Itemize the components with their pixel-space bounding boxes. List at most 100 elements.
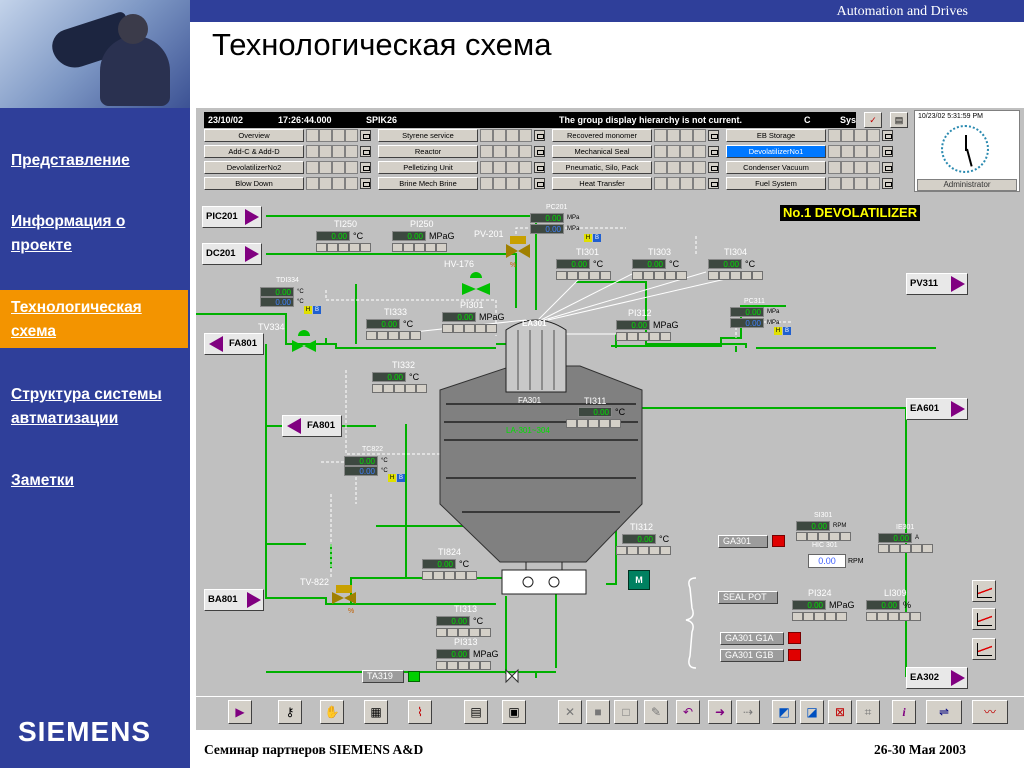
link-icon[interactable]: ⇌ [926,700,962,724]
motor-icon[interactable]: M [628,570,650,590]
nav-pelletizing-unit-button[interactable]: Pelletizing Unit [378,161,478,174]
picture-window-icon[interactable] [882,178,893,189]
alarm-lock-icon[interactable]: ⊠ [828,700,852,724]
trend-icon[interactable]: ⌇ [408,700,432,724]
alarm-message: The group display hierarchy is not curre… [559,115,743,125]
nav-item-notes[interactable]: Заметки [11,472,75,489]
edit-icon[interactable]: ✎ [644,700,668,724]
tag-ba801-button[interactable]: BA801 [204,589,264,611]
ga301-g1a-button[interactable]: GA301 G1A [720,632,784,645]
trend-chart-icon[interactable] [972,580,996,602]
tag-label-li309: LI309 [884,588,907,598]
alarm-cells [442,324,497,333]
mode-b-indicator: B [313,306,321,314]
picture-window-icon[interactable] [534,146,545,157]
nav-fuel-system-button[interactable]: Fuel System [726,177,826,190]
signature-icon[interactable]: 〰 [972,700,1008,724]
picture-window-icon[interactable] [360,162,371,173]
nav-pneumatic-silo-button[interactable]: Pneumatic, Silo, Pack [552,161,652,174]
nav-add-c-button[interactable]: Add-C & Add-D [204,145,304,158]
nav-devolatilizer-no2-button[interactable]: DevolatilizerNo2 [204,161,304,174]
tag-label-ti301: TI301 [576,247,600,257]
nav-overview-button[interactable]: Overview [204,129,304,142]
nav-condenser-vacuum-button[interactable]: Condenser Vacuum [726,161,826,174]
alarm-cells [392,243,447,252]
next-icon[interactable]: ⇢ [736,700,760,724]
picture-window-icon[interactable] [708,130,719,141]
mode-b-indicator: B [593,234,601,242]
picture-window-icon[interactable] [534,162,545,173]
picture-window-icon[interactable] [708,146,719,157]
nav-blow-down-button[interactable]: Blow Down [204,177,304,190]
tag-fa801-left-button[interactable]: FA801 [204,333,264,355]
tag-fa801-button[interactable]: FA801 [282,415,342,437]
key-icon[interactable]: ⚷ [278,700,302,724]
alarm-ack-icon[interactable]: ✓ [864,112,882,128]
alarm-list-icon[interactable]: ◩ [772,700,796,724]
hand-icon[interactable]: ✋ [320,700,344,724]
window-icon[interactable]: □ [614,700,638,724]
picture-window-icon[interactable] [534,130,545,141]
tag-label-pv201: PV-201 [474,229,504,239]
arrow-right-icon [951,401,965,417]
nav-brine-mech-button[interactable]: Brine Mech Brine [378,177,478,190]
tag-dc201-button[interactable]: DC201 [202,243,262,265]
picture-window-icon[interactable] [708,178,719,189]
nav-item-system-structure[interactable]: Структура системы автматизации [11,386,162,427]
picture-icon[interactable]: ▣ [502,700,526,724]
picture-window-icon[interactable] [360,146,371,157]
picture-window-icon[interactable] [882,146,893,157]
tag-ea302-button[interactable]: EA302 [906,667,968,689]
tag-pv311-button[interactable]: PV311 [906,273,968,295]
alarm-cells [306,129,358,142]
undo-icon[interactable]: ↶ [676,700,700,724]
value-display-li309: 0.00% [866,600,911,610]
tag-label-ti332: TI332 [392,360,416,370]
nav-reactor-button[interactable]: Reactor [378,145,478,158]
trend-chart-icon[interactable] [972,608,996,630]
forward-icon[interactable]: ➜ [708,700,732,724]
alarm-cells [480,129,532,142]
nav-styrene-service-button[interactable]: Styrene service [378,129,478,142]
tag-pic201-button[interactable]: PIC201 [202,206,262,228]
nav-item-project-info[interactable]: Информация о проекте [11,213,126,254]
print-icon[interactable]: ▤ [890,112,908,128]
faceplate-icon[interactable]: ▤ [464,700,488,724]
ta319-status-indicator [408,671,420,682]
trend-chart-icon[interactable] [972,638,996,660]
acknowledge-icon[interactable]: ✕ [558,700,582,724]
alarm-flag: C [804,115,811,125]
picture-window-icon[interactable] [534,178,545,189]
nav-item-process-scheme[interactable]: Технологическая схема [11,299,142,340]
alarm-line[interactable]: 23/10/02 17:26:44.000 SPIK26 The group d… [204,112,856,128]
tag-label-pi301: PI301 [460,300,484,310]
report-icon[interactable]: ▦ [364,700,388,724]
alarm-cells [796,532,851,541]
play-icon[interactable]: ▶ [228,700,252,724]
tag-ea601-button[interactable]: EA601 [906,398,968,420]
picture-window-icon[interactable] [882,162,893,173]
picture-window-icon[interactable] [360,178,371,189]
value-display-tc822-pv: 0.00°C [344,456,388,466]
alarm-cells [828,145,880,158]
info-icon[interactable]: i [892,700,916,724]
logged-user: Administrator [917,179,1017,191]
nav-item-presentation[interactable]: Представление [11,152,130,169]
alarm-hide-icon[interactable]: ◪ [800,700,824,724]
ga301-button[interactable]: GA301 [718,535,768,548]
ga301-g1b-button[interactable]: GA301 G1B [720,649,784,662]
nav-eb-storage-button[interactable]: EB Storage [726,129,826,142]
ta319-button[interactable]: TA319 [362,670,404,683]
picture-window-icon[interactable] [882,130,893,141]
picture-window-icon[interactable] [360,130,371,141]
picture-window-icon[interactable] [708,162,719,173]
seal-pot-button[interactable]: SEAL POT [718,591,778,604]
nav-heat-transfer-button[interactable]: Heat Transfer [552,177,652,190]
nav-mechanical-seal-button[interactable]: Mechanical Seal [552,145,652,158]
zoom-icon[interactable]: ⌗ [856,700,880,724]
hic301-setpoint-field[interactable]: 0.00 [808,554,846,568]
nav-recovered-monomer-button[interactable]: Recovered monomer [552,129,652,142]
nav-devolatilizer-no1-button[interactable]: DevolatilizerNo1 [726,145,826,158]
value-display-ti301: 0.00°C [556,259,603,269]
stop-icon[interactable]: ■ [586,700,610,724]
